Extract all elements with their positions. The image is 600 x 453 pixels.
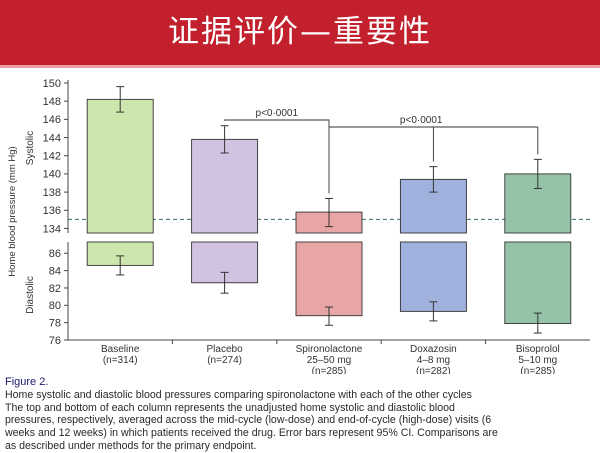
category-label: Baseline [101, 344, 140, 355]
diastolic-tick-label: 84 [49, 265, 61, 277]
category-dose-label: 4–8 mg [417, 355, 450, 366]
category-label: Placebo [207, 344, 244, 355]
caption-line-5: as described under methods for the prima… [5, 439, 257, 452]
diastolic-tick-label: 76 [49, 335, 61, 347]
diastolic-bar [295, 241, 363, 317]
category-n-label: (n=285) [520, 366, 555, 374]
systolic-tick-label: 140 [43, 169, 61, 181]
caption-line-3: pressures, respectively, averaged across… [5, 414, 492, 427]
diastolic-tick-label: 82 [49, 283, 61, 295]
systolic-bar [86, 98, 154, 234]
systolic-tick-label: 150 [43, 78, 61, 90]
title-underline [0, 65, 600, 68]
category-label: Doxazosin [410, 344, 457, 355]
systolic-tick-label: 146 [43, 114, 61, 126]
category-n-label: (n=282) [416, 366, 451, 374]
caption-line-2: The top and bottom of each column repres… [5, 401, 455, 414]
systolic-bar [191, 138, 259, 234]
blood-pressure-chart: 134 136 138 140 142 144 146 148 150 76 78 80 82 84 86 H… [7, 78, 590, 374]
systolic-tick-label: 138 [43, 187, 61, 199]
comparison-p-label: p<0·0001 [256, 108, 299, 119]
diastolic-panel-label: Diastolic [25, 276, 36, 314]
systolic-tick-label: 148 [43, 96, 61, 108]
caption-line-1: Home systolic and diastolic blood pressu… [5, 388, 472, 401]
systolic-tick-label: 144 [43, 132, 61, 144]
diastolic-tick-label: 80 [49, 300, 61, 312]
comparison-p-label: p<0·0001 [400, 115, 443, 126]
systolic-panel-label: Systolic [25, 131, 36, 165]
category-label: Bisoprolol [516, 344, 560, 355]
y-axis-title: Home blood pressure (mm Hg) [7, 146, 18, 276]
category-n-label: (n=285) [312, 366, 347, 374]
figure-caption: Figure 2. Home systolic and diastolic bl… [5, 376, 595, 453]
systolic-tick-label: 134 [43, 223, 61, 235]
page-title: 证据评价—重要性 [168, 14, 432, 50]
diastolic-tick-label: 86 [49, 248, 61, 260]
diastolic-bar [504, 241, 572, 324]
title-banner [0, 0, 600, 65]
category-dose-label: 5–10 mg [518, 355, 557, 366]
category-dose-label: 25–50 mg [307, 355, 351, 366]
diastolic-tick-label: 78 [49, 317, 61, 329]
diastolic-bar [399, 241, 467, 312]
systolic-tick-label: 136 [43, 205, 61, 217]
caption-line-4: weeks and 12 weeks) in which patients re… [5, 427, 498, 440]
category-n-label: (n=274) [207, 355, 242, 366]
systolic-bar [504, 173, 572, 234]
comparison-bracket [224, 119, 330, 194]
figure-label: Figure 2. [5, 376, 49, 388]
systolic-tick-label: 142 [43, 151, 61, 163]
category-n-label: (n=314) [103, 355, 138, 366]
category-label: Spironolactone [296, 344, 363, 355]
